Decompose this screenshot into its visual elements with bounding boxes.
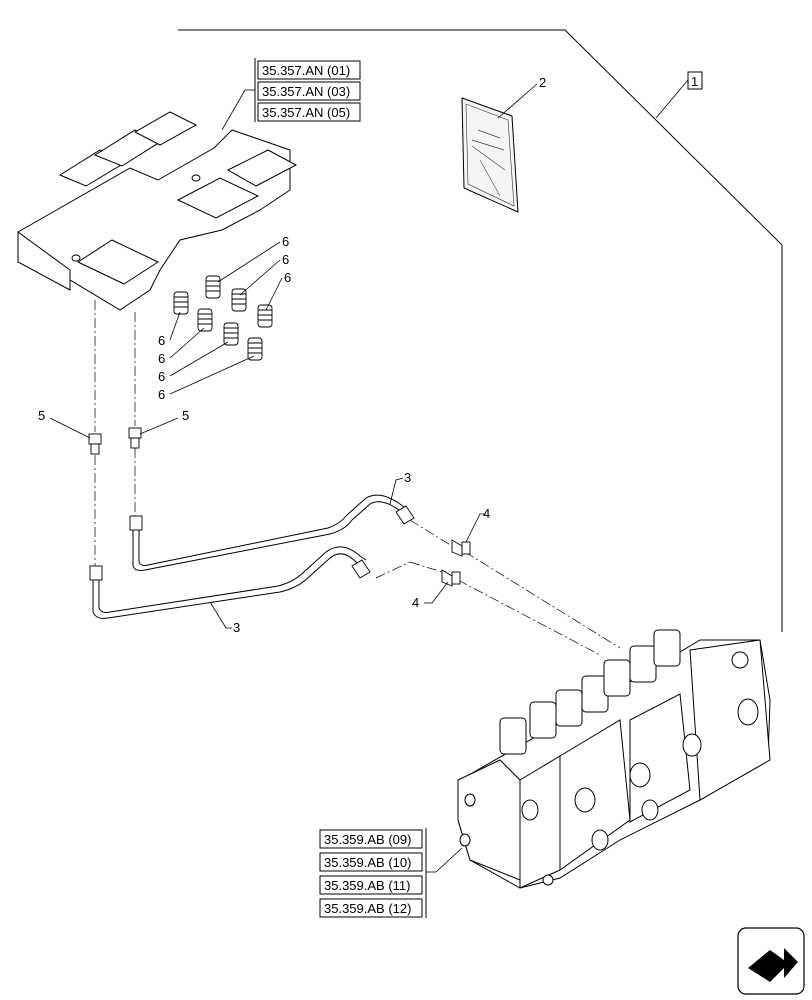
reference-box[interactable] [257, 102, 361, 122]
tube-nut [89, 505, 415, 581]
leader-line-1 [655, 79, 689, 119]
solenoid-row [499, 629, 681, 755]
reference-box[interactable] [319, 898, 423, 918]
callout-2: 2 [539, 75, 546, 90]
spring-leader-lines [169, 241, 283, 395]
spring [197, 308, 213, 332]
fitting [88, 427, 142, 455]
hydraulic-manifold-block [17, 111, 298, 311]
spring-set [173, 275, 273, 361]
reference-box[interactable] [319, 875, 423, 895]
callout-6c: 6 [284, 270, 291, 285]
spring [247, 337, 263, 361]
spring [223, 322, 239, 346]
callout-6d: 6 [158, 333, 165, 348]
spring [231, 288, 247, 312]
callout-number: 1 [691, 74, 698, 89]
leader-line-5b [139, 417, 179, 435]
spring [173, 291, 189, 315]
assembly-outline-line [178, 29, 783, 632]
hydraulic-tube [92, 494, 409, 619]
spring [205, 275, 221, 299]
centerlines [94, 300, 621, 656]
callout-5b: 5 [182, 408, 189, 423]
callout-5a: 5 [38, 408, 45, 423]
callout-6f: 6 [158, 369, 165, 384]
fitting [441, 539, 471, 587]
callout-4b: 4 [412, 595, 419, 610]
leader-line-4a [465, 513, 486, 543]
callout-6e: 6 [158, 351, 165, 366]
reference-group-top: 35.357.AN (01) 35.357.AN (03) 35.357.AN … [221, 58, 361, 131]
control-valve-assembly [457, 639, 771, 889]
callout-6g: 6 [158, 387, 165, 402]
reference-box[interactable] [257, 60, 361, 80]
leader-line-3b [209, 601, 232, 629]
leader-line-4b [424, 581, 449, 604]
callout-1: 1 [687, 71, 703, 90]
callout-3a: 3 [404, 470, 411, 485]
reference-label: 35.357.AN (03) [262, 84, 350, 99]
reference-label: 35.359.AB (09) [324, 832, 411, 847]
reference-label: 35.359.AB (11) [324, 878, 410, 893]
reference-label: 35.359.AB (10) [324, 855, 411, 870]
reference-box[interactable] [319, 829, 423, 849]
decal-card [461, 97, 519, 213]
next-page-arrow-icon[interactable] [737, 927, 805, 995]
reference-label: 35.357.AN (01) [262, 63, 350, 78]
reference-label: 35.357.AN (05) [262, 105, 350, 120]
leader-line-5a [49, 417, 91, 439]
spring [257, 304, 273, 328]
callout-6b: 6 [282, 252, 289, 267]
reference-box[interactable] [257, 81, 361, 101]
reference-group-bottom: 35.359.AB (09) 35.359.AB (10) 35.359.AB … [319, 828, 463, 918]
leader-line-2 [497, 83, 538, 119]
callout-3b: 3 [233, 620, 240, 635]
reference-box[interactable] [319, 852, 423, 872]
callout-6a: 6 [282, 234, 289, 249]
leader-line-3a [389, 477, 404, 505]
callout-4a: 4 [483, 506, 490, 521]
reference-label: 35.359.AB (12) [324, 901, 411, 916]
